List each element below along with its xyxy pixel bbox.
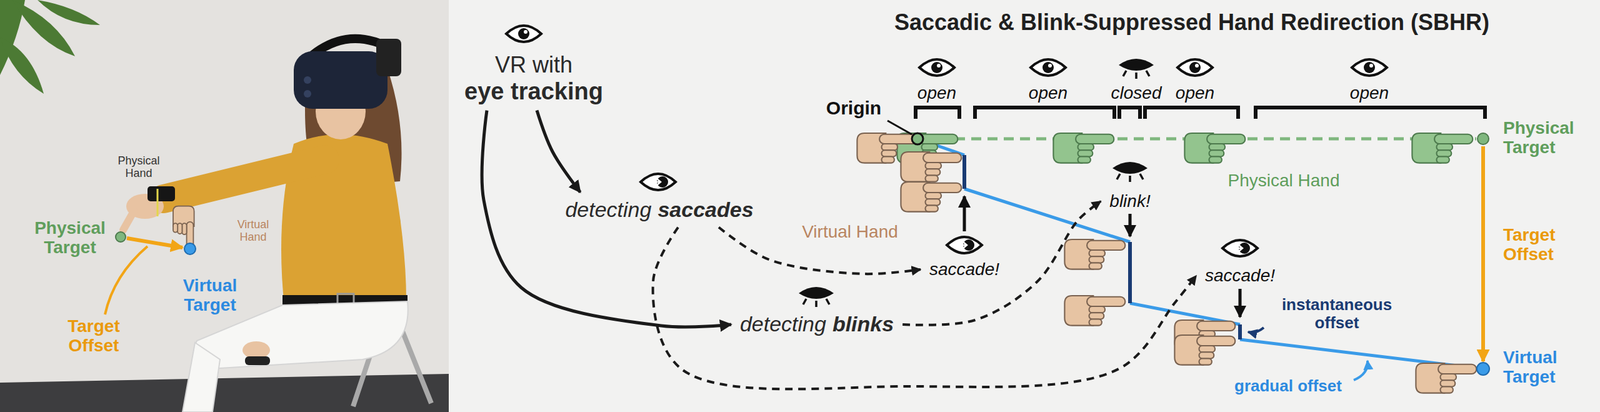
node-text: VR with [464,51,604,78]
node-text: blink! [1109,191,1150,212]
text-node: detectingblinks [736,310,898,338]
annotation-label: open [1350,83,1389,104]
eye-icons [506,25,1387,307]
annotation-label: Virtual Hand [801,222,899,242]
text-node: saccade! [925,258,1004,281]
annotation-label: open [917,83,957,104]
node-text: detecting [565,197,652,222]
physical-hands [896,133,1473,164]
eye-state-brackets [915,107,1485,119]
annotation-label: Virtual Target [1503,348,1594,387]
annotation-label: Target Offset [50,316,138,356]
annotation-label: open [1028,83,1068,104]
annotation-label: Virtual Target [166,276,254,315]
annotation-label: instantaneous offset [1265,295,1409,332]
plant [0,0,100,94]
annotation-label: Origin [826,97,882,119]
virtual-hand-picture [173,206,195,249]
annotation-label: closed [1111,83,1162,104]
photo-illustration [0,0,449,412]
redirection-plot [856,120,1490,394]
annotation-label: Target Offset [1503,225,1594,265]
annotation-label: open [1175,83,1215,104]
text-node: saccade! [1201,264,1279,287]
text-node: VR witheye tracking [460,50,607,107]
node-text: saccade! [1205,265,1275,286]
node-text: blinks [832,311,894,337]
annotation-label: Physical Target [1503,118,1594,158]
annotation-label: Virtual Hand [225,218,282,244]
dashed-arrow [653,227,1197,390]
node-text: saccade! [929,259,1000,280]
annotation-label: Physical Hand [1228,171,1340,191]
node-text: detecting [740,311,827,337]
text-node: blink! [1105,190,1154,213]
node-text: eye tracking [464,78,604,106]
solid-arrow [536,110,580,193]
annotation-label: Physical Hand [104,155,174,180]
figure-title: Saccadic & Blink-Suppressed Hand Redirec… [894,10,1490,35]
dashed-arrow [902,201,1101,325]
annotation-label: gradual offset [1234,376,1342,395]
node-text: saccades [657,197,754,222]
annotation-label: Physical Target [26,218,114,258]
text-node: detectingsaccades [561,196,757,224]
virtual-hands [856,133,1477,394]
